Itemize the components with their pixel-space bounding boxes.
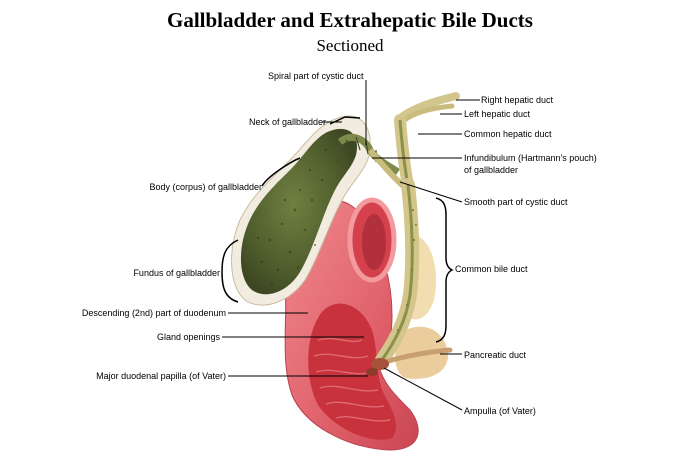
label-infundibulum-line1: Infundibulum (Hartmann's pouch) (464, 153, 597, 163)
duodenum-mucosa (308, 303, 397, 440)
pancreatic-duct-path (382, 347, 453, 365)
label-body-of-gallbladder: Body (corpus) of gallbladder (149, 182, 262, 192)
label-left-hepatic-duct: Left hepatic duct (464, 109, 531, 119)
fundus-bracket (221, 239, 239, 303)
label-neck-of-gallbladder: Neck of gallbladder (248, 117, 326, 127)
diagram-title: Gallbladder and Extrahepatic Bile Ducts (167, 8, 533, 32)
label-common-bile-duct: Common bile duct (455, 264, 528, 274)
label-pancreatic-duct: Pancreatic duct (464, 350, 527, 360)
label-infundibulum-line2: of gallbladder (464, 165, 519, 175)
label-spiral-cystic-duct: Spiral part of cystic duct (268, 71, 364, 81)
label-right-hepatic-duct: Right hepatic duct (481, 95, 554, 105)
label-common-hepatic-duct: Common hepatic duct (464, 129, 552, 139)
gallbladder-body (240, 128, 358, 295)
common-bile-bracket (435, 197, 454, 343)
label-major-duodenal-papilla: Major duodenal papilla (of Vater) (96, 371, 226, 381)
label-ampulla-of-vater: Ampulla (of Vater) (464, 406, 536, 416)
papilla-shape (366, 368, 378, 376)
body-bracket (261, 157, 301, 187)
label-gland-openings: Gland openings (156, 332, 220, 342)
ampulla-shape (371, 358, 389, 370)
label-smooth-cystic-duct: Smooth part of cystic duct (464, 197, 568, 207)
label-descending-duodenum: Descending (2nd) part of duodenum (81, 308, 226, 318)
label-fundus-of-gallbladder: Fundus of gallbladder (133, 268, 220, 278)
diagram-subtitle: Sectioned (316, 36, 384, 55)
